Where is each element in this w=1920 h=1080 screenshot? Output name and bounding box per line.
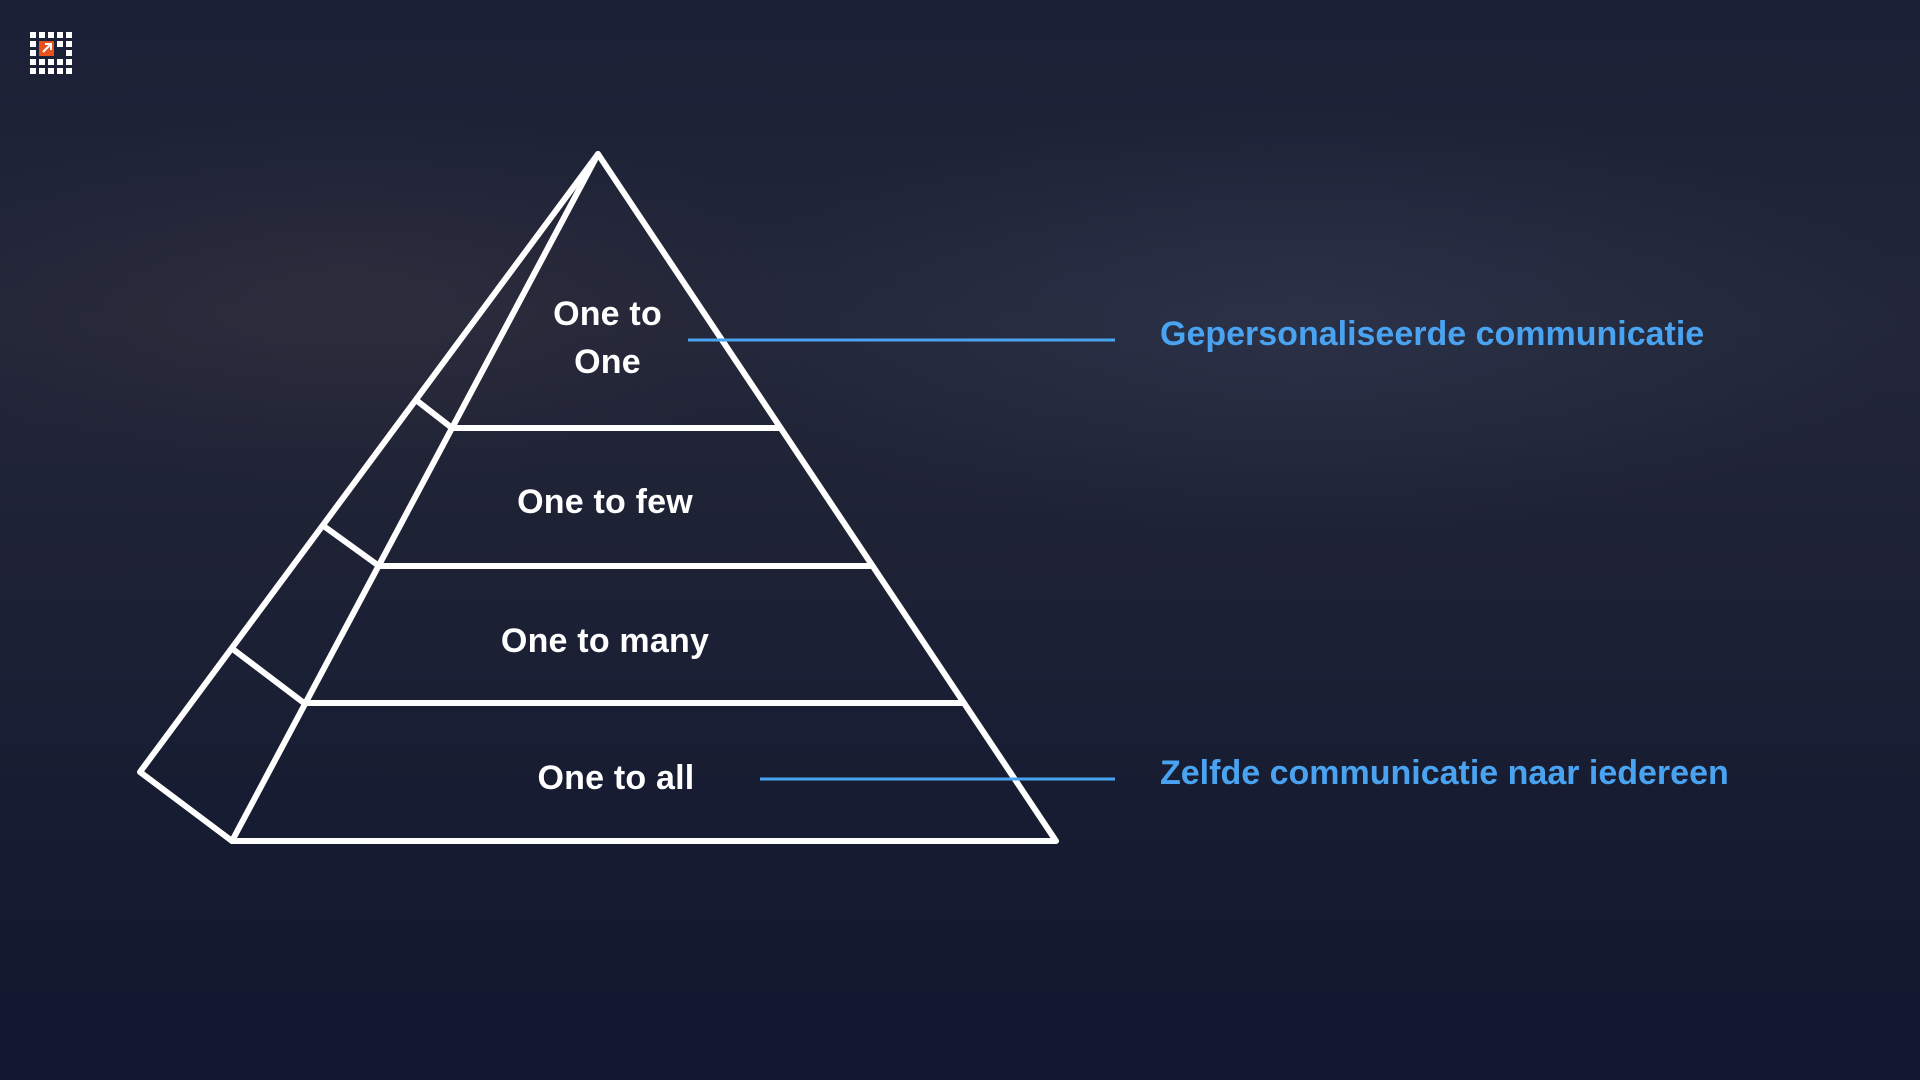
pyramid-level-one-to-all: One to all <box>537 759 695 797</box>
pyramid-level-one-to-one: One to One <box>505 290 710 386</box>
pyramid-level-one-to-many: One to many <box>500 622 710 660</box>
annotation-personalized: Gepersonaliseerde communicatie <box>1160 315 1705 353</box>
company-logo-icon <box>30 32 72 74</box>
annotation-same-for-everyone: Zelfde communicatie naar iedereen <box>1160 754 1729 792</box>
level-label-line-2: One <box>574 343 641 381</box>
side-divider-2 <box>322 524 382 569</box>
pyramid-front-edge <box>229 151 601 844</box>
city-skyline-backdrop <box>0 560 1920 920</box>
side-divider-3 <box>231 647 307 706</box>
level-label-line-1: One to <box>553 295 662 333</box>
pyramid-level-one-to-few: One to few <box>517 483 693 521</box>
side-divider-1 <box>413 397 455 431</box>
